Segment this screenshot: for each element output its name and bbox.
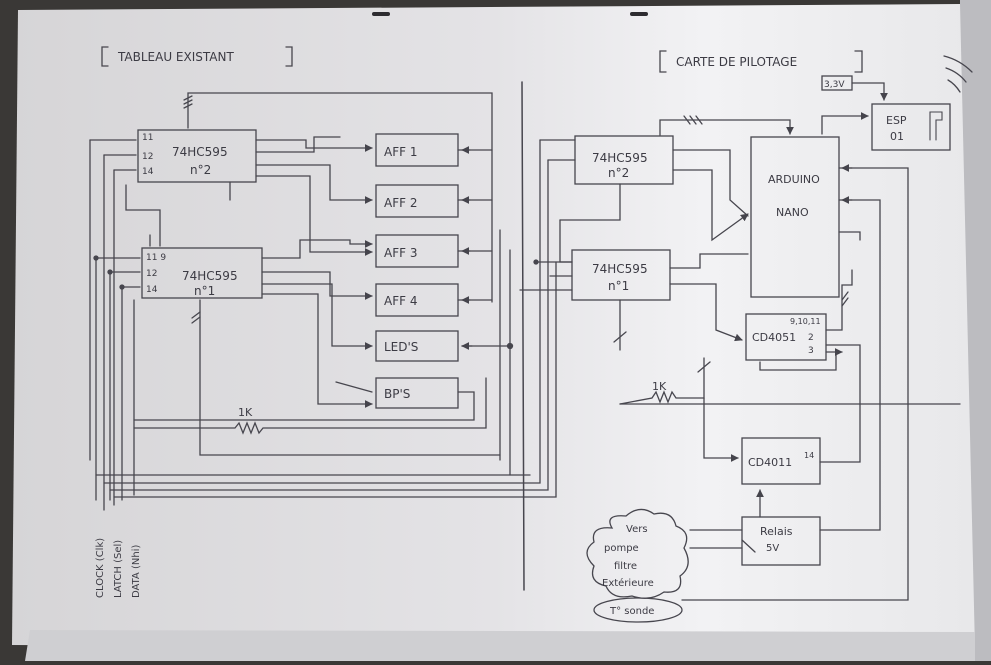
right-chip-bottom-sub: n°1	[608, 279, 629, 293]
left-resistor-label: 1K	[238, 406, 253, 419]
cloud-line: filtre	[614, 561, 637, 572]
left-chip-top-pin: 14	[142, 167, 154, 177]
right-resistor-label: 1K	[652, 380, 667, 393]
box-aff-4-label: AFF 4	[384, 294, 417, 308]
voltage-label: 3,3V	[824, 80, 845, 90]
left-chip-bottom-pin: 12	[146, 269, 157, 279]
box-bps-label: BP'S	[384, 387, 410, 401]
box-bps	[375, 377, 459, 409]
right-chip-top-sub: n°2	[608, 166, 629, 180]
box-aff-1-label: AFF 1	[384, 145, 417, 159]
esp-label: ESP	[886, 114, 907, 127]
left-chip-bottom-pin: 11 9	[146, 253, 166, 263]
cd4051-label: CD4051	[752, 331, 796, 344]
left-chip-bottom	[141, 247, 263, 299]
box-leds	[375, 330, 459, 362]
arduino-nano	[750, 136, 840, 298]
right-chip-bottom	[571, 249, 671, 301]
sensor-ellipse	[593, 597, 683, 623]
left-chip-top-pin: 11	[142, 133, 153, 143]
section-divider	[521, 81, 525, 591]
arduino-label-2: NANO	[776, 206, 809, 219]
esp-label-2: 01	[890, 130, 904, 143]
sensor-label: T° sonde	[609, 606, 654, 617]
cd4011	[741, 437, 821, 485]
cloud-line: Extérieure	[602, 577, 654, 589]
left-chip-top	[137, 129, 257, 183]
signal-latch: LATCH (Sel)	[113, 540, 124, 598]
cd4051-pins: 9,10,11	[790, 317, 821, 326]
signal-clock: CLOCK (Clk)	[95, 538, 106, 598]
box-leds-label: LED'S	[384, 340, 418, 354]
arduino-label: ARDUINO	[768, 173, 820, 186]
cloud-line: pompe	[604, 543, 639, 554]
box-aff-2	[375, 184, 459, 218]
relay	[741, 516, 821, 566]
cd4011-sup: 14	[804, 451, 814, 460]
right-chip-top-name: 74HC595	[592, 151, 648, 165]
esp-01	[871, 103, 951, 151]
cloud-callout	[586, 508, 689, 599]
left-chip-bottom-name: 74HC595	[182, 269, 238, 283]
left-chip-top-name: 74HC595	[172, 145, 228, 159]
cloud-line: Vers	[626, 524, 648, 535]
left-section-title: TABLEAU EXISTANT	[117, 50, 234, 64]
cd4011-label: CD4011	[748, 456, 792, 469]
left-chip-bottom-pin: 14	[146, 285, 158, 295]
cd4051	[745, 313, 827, 361]
signal-data: DATA (Nhi)	[131, 545, 142, 598]
cd4051-pin: 2	[808, 333, 814, 343]
relay-label: Relais	[760, 525, 793, 538]
paper-sheet	[12, 4, 975, 650]
left-chip-top-sub: n°2	[190, 163, 211, 177]
right-chip-bottom-name: 74HC595	[592, 262, 648, 276]
left-chip-top-pin: 12	[142, 152, 153, 162]
cd4051-pin: 3	[808, 346, 814, 356]
left-chip-bottom-sub: n°1	[194, 284, 215, 298]
box-aff-2-label: AFF 2	[384, 196, 417, 210]
right-section-title: CARTE DE PILOTAGE	[676, 55, 797, 69]
relay-voltage: 5V	[766, 543, 779, 554]
box-aff-3-label: AFF 3	[384, 246, 417, 260]
